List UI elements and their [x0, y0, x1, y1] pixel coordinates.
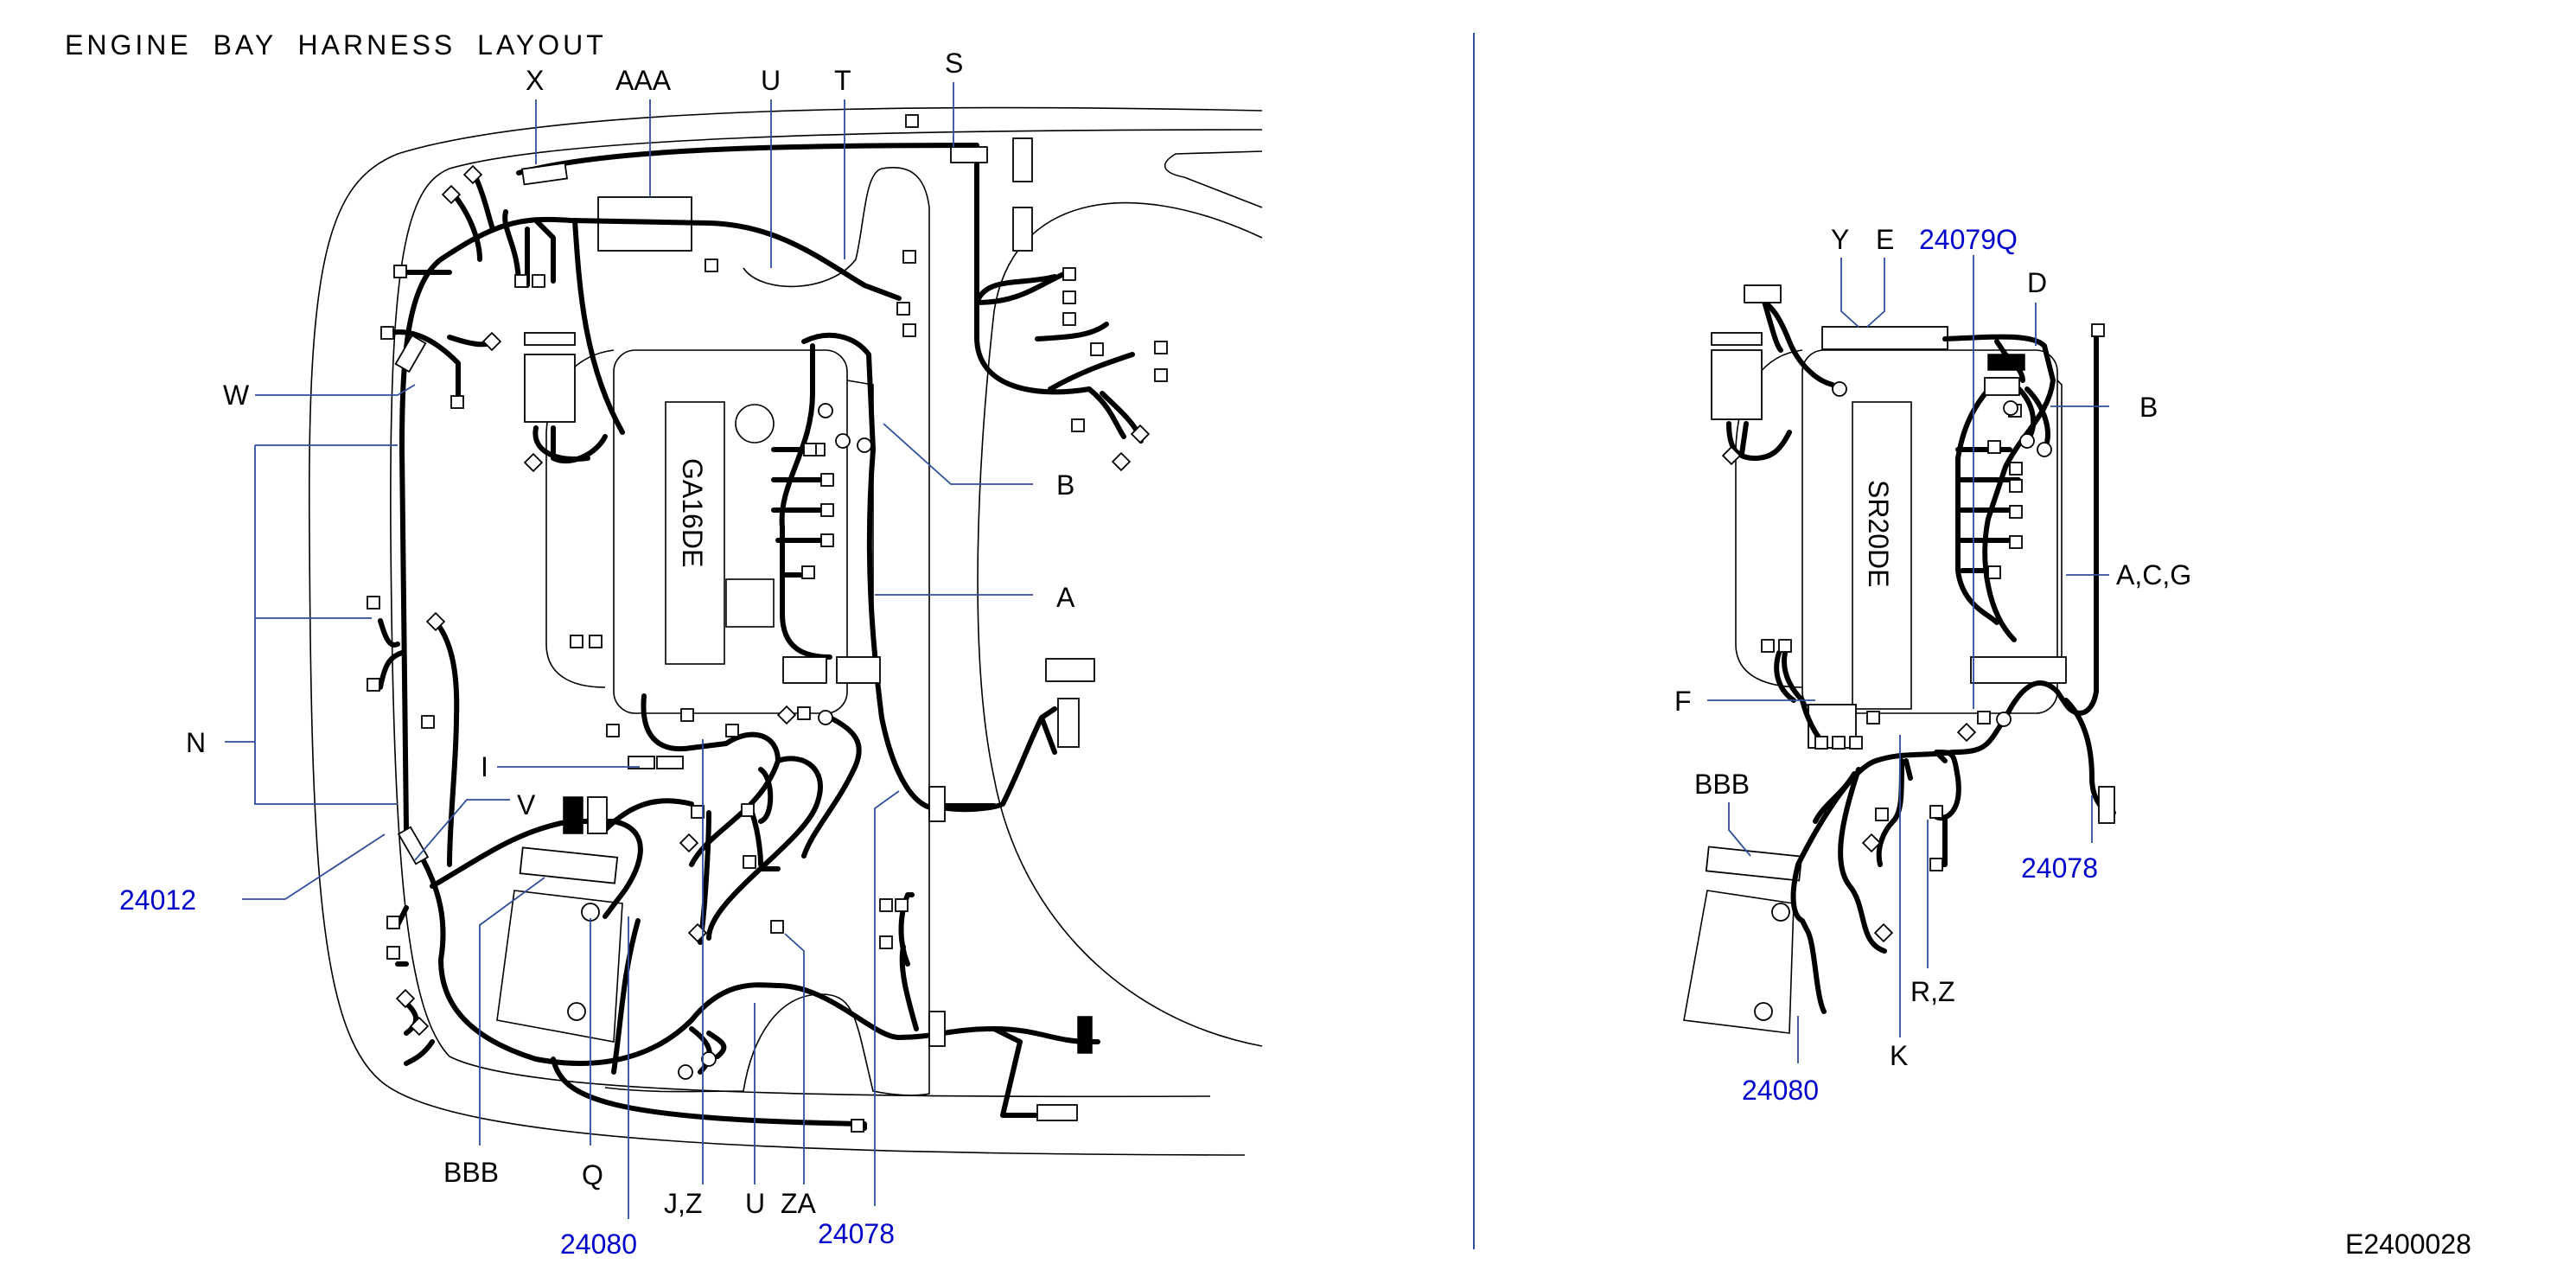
label-bbb-left: BBB	[443, 1157, 499, 1188]
left-connectors	[367, 114, 1168, 1133]
left-fuse-block	[524, 354, 576, 423]
label-u-top: U	[761, 65, 781, 96]
label-f: F	[1674, 686, 1692, 717]
label-za: ZA	[781, 1188, 817, 1219]
left-fender-strip	[1164, 150, 1263, 208]
left-oil-cap	[735, 404, 775, 444]
right-connectors	[1721, 284, 2115, 1021]
left-inner-outline	[390, 129, 1263, 1098]
right-engine-block	[1801, 349, 2058, 714]
label-a: A	[1056, 582, 1075, 613]
left-engine-block	[613, 349, 848, 714]
left-labels: X AAA U T S W B A N I V 24012 BBB Q J,Z …	[119, 48, 1075, 1260]
label-bbb-right: BBB	[1694, 769, 1750, 800]
right-harness-center	[1876, 750, 1961, 867]
left-harness-lower-loop	[404, 827, 1100, 1118]
label-24078-left: 24078	[818, 1218, 895, 1249]
left-engine-bracket	[725, 578, 775, 628]
left-engine-cover	[665, 401, 725, 665]
left-harness-center-v	[698, 767, 781, 945]
left-harness-center-drops	[641, 693, 862, 941]
left-wheel-arch	[977, 201, 1263, 1047]
label-24080-right: 24080	[1742, 1075, 1819, 1106]
left-harness-fuse-drops	[532, 425, 608, 464]
label-y: Y	[1831, 224, 1849, 255]
left-center-tray	[604, 167, 930, 1096]
label-b-right: B	[2139, 392, 2158, 423]
right-harness-main	[1790, 330, 2099, 1014]
left-view: GA16DE	[119, 48, 1263, 1260]
label-w: W	[223, 380, 250, 411]
left-engine-label: GA16DE	[677, 458, 708, 567]
right-battery-clamp	[1705, 846, 1803, 882]
label-e: E	[1876, 224, 1894, 255]
label-d: D	[2027, 267, 2047, 298]
right-harness-engine-loop	[1955, 378, 2050, 625]
left-body-outline	[308, 106, 1263, 1156]
left-battery	[496, 890, 623, 1043]
right-engine-bracket	[1970, 656, 2067, 684]
label-t: T	[834, 65, 851, 96]
left-harness-engine-sensors	[771, 343, 832, 660]
label-r-z: R,Z	[1910, 976, 1955, 1007]
label-n: N	[186, 727, 206, 758]
label-i: I	[481, 751, 488, 782]
label-x: X	[526, 65, 544, 96]
right-engine-label: SR20DE	[1863, 480, 1894, 588]
left-harness-battery	[430, 798, 694, 1075]
left-harness-engine-loop	[572, 218, 997, 811]
right-view: SR20DE	[1674, 224, 2191, 1106]
label-24079q: 24079Q	[1919, 224, 2018, 255]
left-center-tray-top	[743, 168, 883, 288]
right-leaders	[1707, 255, 2109, 1063]
label-aaa: AAA	[615, 65, 672, 96]
left-harness-bottom-run	[551, 1056, 867, 1131]
label-v: V	[517, 789, 536, 820]
right-fuse-block	[1711, 349, 1763, 420]
right-fuse-block-lid	[1711, 332, 1763, 346]
label-k: K	[1890, 1040, 1908, 1071]
right-harness-left-drops	[1774, 650, 1827, 746]
right-harness-fuse	[1726, 421, 1792, 461]
label-24078-right: 24078	[2021, 852, 2098, 884]
left-battery-clamp	[519, 846, 619, 884]
label-s: S	[945, 48, 963, 79]
left-harness-lower-center-loop	[689, 1026, 727, 1075]
left-harness-right-lower-drops	[898, 892, 919, 1031]
right-intake-bar	[1821, 326, 1948, 350]
label-24012: 24012	[119, 884, 196, 916]
left-harness-ll-drops	[395, 905, 435, 1066]
label-u-bottom: U	[745, 1188, 765, 1219]
label-b-left: B	[1056, 469, 1074, 501]
diagram-title: ENGINE BAY HARNESS LAYOUT	[65, 29, 607, 61]
right-engine-cover	[1852, 401, 1912, 710]
label-24080-left: 24080	[560, 1229, 637, 1260]
right-harness-lower	[1813, 767, 1887, 954]
figure-id: E2400028	[2345, 1229, 2471, 1260]
label-acg: A,C,G	[2116, 559, 2191, 590]
right-labels: Y E 24079Q D B A,C,G F BBB 24078 R,Z K 2…	[1674, 224, 2191, 1106]
label-q: Q	[582, 1159, 603, 1190]
left-harness-top-left	[386, 170, 556, 405]
label-j-z: J,Z	[664, 1188, 702, 1219]
right-battery	[1683, 890, 1795, 1034]
left-harness-top-run	[516, 143, 1092, 395]
left-leaders	[225, 82, 1033, 1219]
left-harness-left-drops	[378, 618, 460, 867]
left-harness-right-low	[931, 706, 1057, 813]
left-fuse-block-lid	[524, 332, 576, 346]
left-harness-right-branch	[974, 270, 1144, 444]
